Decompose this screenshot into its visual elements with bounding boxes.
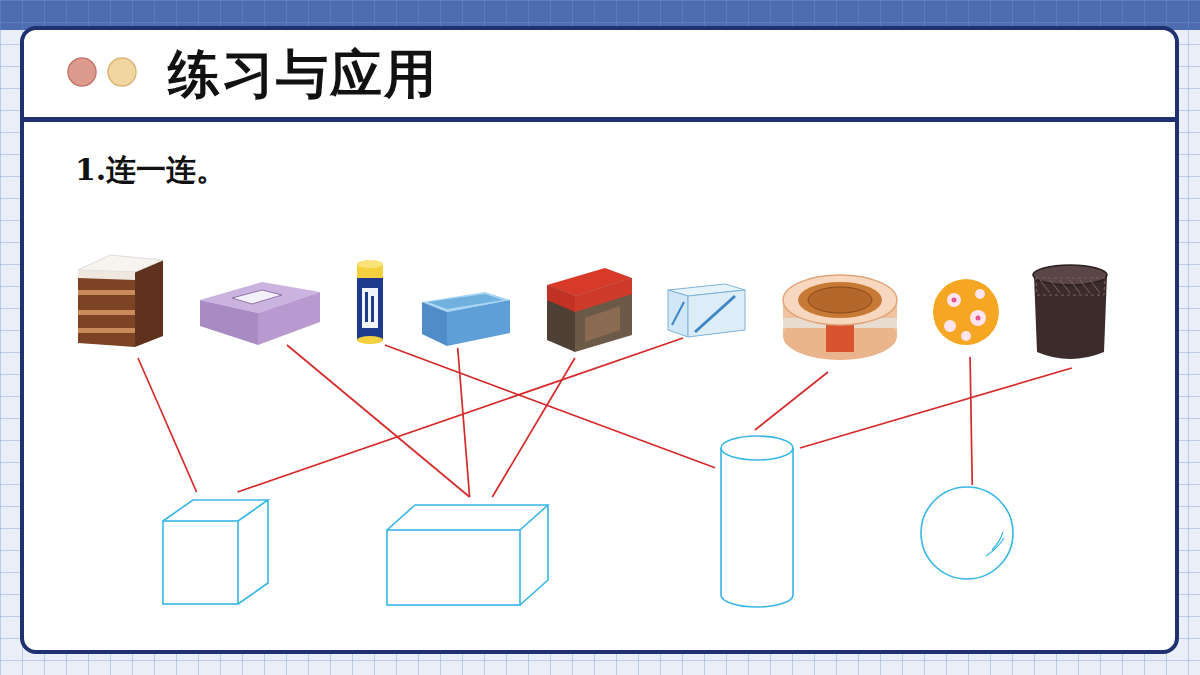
object-picture [667, 282, 747, 338]
glue-stick-picture [357, 260, 383, 344]
object-picture [1032, 262, 1110, 368]
slide-title: 练习与应用 [168, 40, 438, 110]
mooncake-box-picture [783, 275, 897, 360]
tray-box-picture [422, 292, 510, 346]
match-line [287, 345, 470, 497]
cuboid-figure [387, 497, 549, 607]
match-line [970, 357, 972, 485]
solid-figures [163, 436, 1013, 607]
match-line [800, 368, 1072, 448]
match-line [238, 338, 683, 492]
cake-picture [78, 255, 163, 347]
object-picture [352, 262, 387, 345]
tissue-box-picture [200, 282, 320, 345]
sphere-figure [920, 485, 1015, 580]
object-picture [75, 250, 165, 358]
object-picture [932, 280, 1000, 357]
match-line [492, 358, 575, 497]
match-line [385, 345, 715, 468]
cube-box-picture [668, 284, 745, 337]
match-line [138, 358, 197, 492]
ball-picture [933, 279, 999, 345]
object-picture [197, 280, 322, 345]
gift-box-picture [547, 268, 632, 352]
cylinder-figure [715, 430, 800, 610]
object-picture [545, 268, 633, 358]
question-label: 1.连一连。 [75, 150, 226, 191]
waste-bin-picture [1033, 265, 1107, 359]
object-picture [782, 272, 897, 372]
object-picture [420, 290, 512, 348]
match-line [755, 372, 828, 430]
cube-figure [163, 492, 268, 604]
match-line [458, 348, 470, 497]
